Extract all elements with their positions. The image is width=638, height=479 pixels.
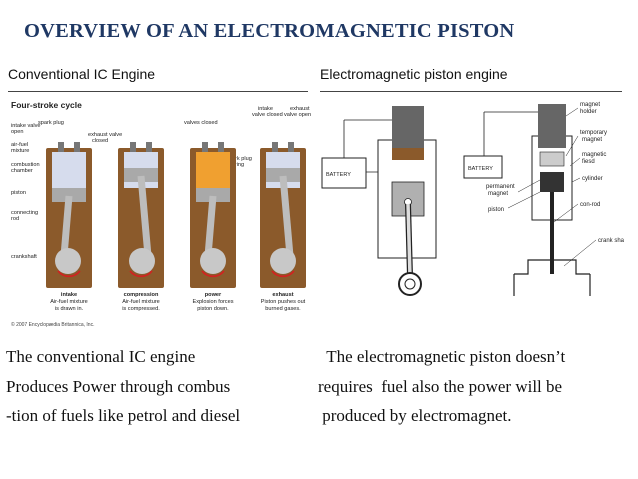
em-left-assembly: BATTERY — [321, 106, 437, 296]
stroke-compression-line2: is compressed. — [122, 306, 160, 312]
label-permanent-magnet: magnet — [488, 191, 508, 197]
stroke-compression-name: compression — [124, 292, 159, 298]
left-text-line-2: Produces Power through combus — [6, 376, 231, 396]
label-permanent: permanent — [486, 184, 515, 190]
label-cylinder: cylinder — [582, 176, 603, 182]
right-text-line-2: requires fuel also the power will be — [318, 376, 563, 396]
stroke-intake-line2: is drawn in. — [55, 306, 84, 312]
stroke-exhaust-unit — [260, 142, 306, 288]
four-stroke-cycle-figure: Four-stroke cycle intake valve open air-… — [8, 96, 312, 332]
left-heading-rule — [8, 91, 308, 92]
callout-open: open — [11, 129, 23, 135]
left-heading: Conventional IC Engine — [8, 66, 156, 82]
electromagnetic-engine-description: The electromagnetic piston doesn’t requi… — [318, 342, 565, 431]
callout-piston: piston — [11, 190, 26, 196]
right-text-line-3: produced by electromagnet. — [318, 406, 512, 425]
callout-closed: closed — [92, 138, 108, 144]
callout-valves-closed: valves closed — [184, 120, 218, 126]
em-right-assembly: BATTERY — [463, 104, 591, 296]
callout-intake-valve-closed: intake — [258, 106, 273, 112]
label-crank-shaft: crank sha — [598, 238, 625, 244]
right-heading: Electromagnetic piston engine — [320, 66, 508, 82]
figure-caption: Four-stroke cycle — [11, 100, 82, 110]
callout-intake-valve-closed-2: valve closed — [252, 112, 283, 118]
callout-chamber: chamber — [11, 168, 33, 174]
battery-left-label: BATTERY — [326, 172, 351, 178]
stroke-compression-unit — [118, 142, 164, 288]
stroke-power-line2: piston down. — [197, 306, 229, 312]
label-con-rod: con-rod — [580, 202, 600, 208]
callout-air-fuel: air-fuel — [11, 142, 28, 148]
stroke-exhaust-line2: burned gases. — [265, 306, 301, 312]
left-text-line-1: The conventional IC engine — [6, 347, 196, 366]
label-fiesd: fiesd — [582, 159, 595, 165]
stroke-power-unit — [190, 142, 236, 288]
label-temporary: temporary — [580, 130, 607, 136]
stroke-power-line1: Explosion forces — [192, 299, 233, 305]
callout-combustion: combustion — [11, 162, 40, 168]
callout-exhaust-open: exhaust — [290, 106, 310, 112]
stroke-exhaust-name: exhaust — [272, 292, 293, 298]
callout-rod: rod — [11, 216, 19, 222]
label-magnet: magnet — [580, 102, 600, 108]
conventional-engine-description: The conventional IC engine Produces Powe… — [6, 342, 240, 431]
callout-exhaust-open-2: valve open — [284, 112, 311, 118]
left-text-line-3: -tion of fuels like petrol and diesel — [6, 406, 241, 425]
battery-right-label: BATTERY — [468, 166, 493, 172]
right-heading-rule — [320, 91, 622, 92]
stroke-intake-line1: Air-fuel mixture — [50, 299, 88, 305]
electromagnetic-piston-figure: BATTERY BATTERY magnet holder temporary … — [318, 96, 630, 332]
label-holder: holder — [580, 109, 597, 115]
stroke-compression-line1: Air-fuel mixture — [122, 299, 160, 305]
figure-copyright: © 2007 Encyclopædia Britannica, Inc. — [11, 321, 94, 328]
callout-spark-plug: spark plug — [38, 120, 64, 126]
callout-crankshaft: crankshaft — [11, 254, 37, 260]
stroke-intake-name: intake — [61, 292, 77, 298]
callout-intake-valve: intake valve — [11, 123, 41, 129]
label-temporary-magnet: magnet — [582, 137, 602, 143]
callout-mixture: mixture — [11, 148, 29, 154]
slide-title: OVERVIEW OF AN ELECTROMAGNETIC PISTON — [24, 20, 515, 42]
callout-spark-firing: spark plug — [226, 156, 252, 162]
stroke-intake-unit — [46, 142, 92, 288]
label-magnetic: magnetic — [582, 152, 606, 158]
stroke-exhaust-line1: Piston pushes out — [261, 299, 306, 305]
callout-spark-firing-2: firing — [232, 162, 244, 168]
callout-connecting: connecting — [11, 210, 38, 216]
callout-exhaust-valve: exhaust valve — [88, 132, 122, 138]
stroke-power-name: power — [205, 292, 222, 298]
label-piston: piston — [488, 207, 504, 213]
right-text-line-1: The electromagnetic piston doesn’t — [318, 347, 566, 366]
